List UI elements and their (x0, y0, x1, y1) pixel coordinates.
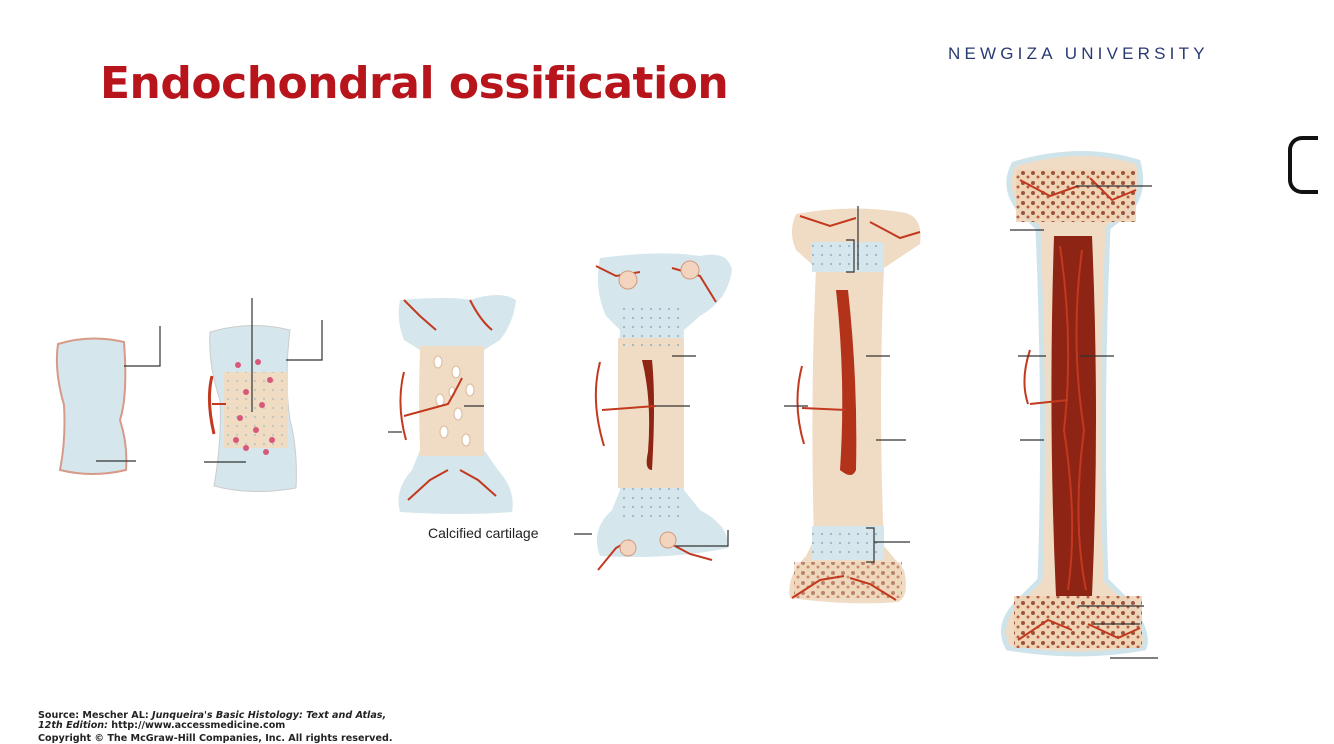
side-nav-tab[interactable] (1288, 136, 1318, 194)
stage-1-cartilage-model (57, 326, 160, 474)
stage-3-primary-center (388, 295, 516, 514)
stage-6-mature-bone (1004, 153, 1159, 658)
stage-5-secondary-center (784, 206, 921, 603)
source-edition: 12th Edition: (38, 720, 108, 731)
source-url: http://www.accessmedicine.com (108, 720, 285, 731)
stage-2-bone-collar (204, 298, 322, 492)
label-calcified-cartilage: Calcified cartilage (428, 525, 539, 541)
copyright-notice: Copyright © The McGraw-Hill Companies, I… (38, 733, 392, 744)
figure-source-citation: Source: Mescher AL: Junqueira's Basic Hi… (38, 711, 386, 731)
